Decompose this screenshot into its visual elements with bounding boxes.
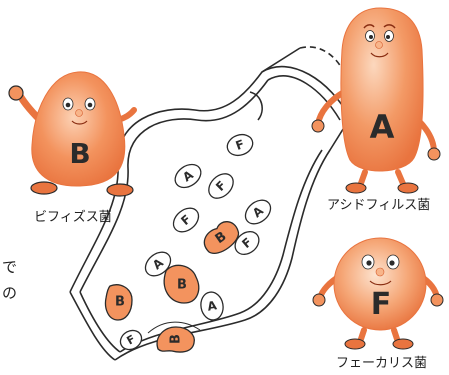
acidophilus-label: アシドフィルス菌 [327, 198, 431, 213]
acidophilus-letter: A [370, 108, 395, 146]
cropped-text-line-1: で [2, 258, 18, 276]
acidophilus-character: A [311, 7, 441, 194]
faecalis-character: F [312, 237, 444, 350]
bacteria-a: A [244, 199, 272, 225]
bacteria-letter: A [206, 298, 218, 314]
faecalis-label: フェーカリス菌 [336, 356, 428, 371]
bacteria-b: B [163, 264, 200, 304]
bacteria-letter: B [169, 334, 184, 344]
cropped-text-line-2: の [2, 284, 18, 302]
bacteria-a: A [144, 251, 172, 277]
faecalis-letter: F [371, 287, 392, 322]
bacteria-f: F [172, 207, 200, 233]
bacteria-f: F [226, 133, 254, 157]
bifidus-label: ビフィズス菌 [34, 210, 112, 225]
bacteria-f: F [234, 231, 260, 255]
bacteria-b: B [104, 284, 133, 321]
bifidus-letter: B [69, 137, 90, 170]
bacteria-letter: B [115, 295, 125, 310]
bacteria-b: B [156, 326, 195, 353]
bifidus-character: B [8, 71, 137, 197]
bacteria-letter: B [177, 278, 187, 293]
bacteria-f: F [119, 329, 143, 351]
bacteria-a: A [174, 163, 202, 189]
bacteria-group: F A F F A B F [104, 133, 272, 353]
bacteria-a: A [200, 291, 224, 321]
bacteria-b: B [203, 221, 240, 254]
bacteria-f: F [208, 173, 234, 199]
